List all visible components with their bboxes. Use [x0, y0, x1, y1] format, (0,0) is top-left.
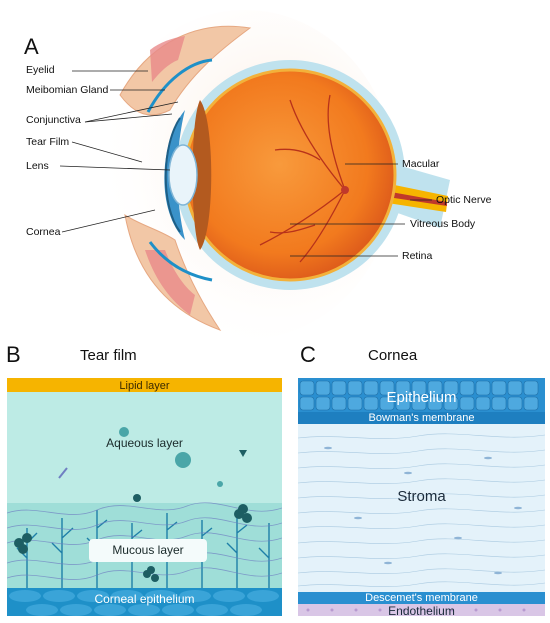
label-stroma: Stroma [397, 488, 446, 505]
label-endothelium: Endothelium [388, 604, 455, 618]
label-eyelid: Eyelid [26, 64, 55, 76]
label-aqueous-layer: Aqueous layer [106, 436, 183, 450]
upper-meibomian-gland [150, 36, 185, 82]
stroma-lamellae [298, 433, 545, 587]
conjunctiva-lower [148, 241, 213, 282]
tear-film-illustration [7, 378, 282, 616]
protein-particle [217, 481, 223, 487]
bowman-membrane [298, 412, 545, 424]
epithelial-cells [9, 590, 279, 616]
keratocytes [324, 446, 522, 575]
cornea-illustration [298, 378, 545, 616]
eye-anatomy-illustration [59, 10, 450, 340]
panel-b-letter: B [6, 342, 21, 367]
tear-film [164, 117, 181, 233]
leader-lines-right [290, 163, 432, 257]
panel-c-letter: C [300, 342, 316, 367]
leader-lines-left [59, 70, 179, 233]
lens [168, 144, 198, 206]
macula [341, 186, 349, 194]
protein-particle [175, 452, 191, 468]
mucous-label-box [89, 539, 207, 562]
lipid-layer [7, 378, 282, 392]
protein-particle [239, 450, 247, 457]
protein-particle [119, 427, 129, 437]
label-mucous-layer: Mucous layer [112, 543, 184, 557]
label-retina: Retina [402, 250, 433, 262]
mucin-clusters [14, 504, 252, 582]
label-corneal-epithelium: Corneal epithelium [94, 592, 195, 606]
label-bowman-membrane: Bowman's membrane [368, 412, 475, 424]
label-vitreous-body: Vitreous Body [410, 218, 476, 230]
retinal-vessels [259, 94, 346, 263]
label-tear-film: Tear Film [26, 136, 70, 148]
descemet-membrane [298, 592, 545, 604]
endothelium [298, 604, 545, 616]
panel-c-title: Cornea [368, 347, 418, 364]
iris [192, 100, 212, 250]
lower-meibomian-gland [145, 250, 195, 315]
label-optic-nerve: Optic Nerve [436, 194, 492, 206]
label-macular: Macular [402, 158, 440, 170]
protein-particle [133, 494, 141, 502]
c-epithelium-cells [299, 380, 539, 411]
label-conjunctiva: Conjunctiva [26, 114, 81, 126]
label-cornea: Cornea [26, 226, 61, 238]
protein-filament [58, 467, 68, 479]
label-lens: Lens [26, 160, 49, 172]
conjunctiva-upper [146, 58, 213, 113]
panel-b-title: Tear film [80, 347, 137, 364]
label-c-epithelium: Epithelium [386, 389, 457, 406]
label-descemet-membrane: Descemet's membrane [365, 592, 478, 604]
label-lipid-layer: Lipid layer [119, 380, 170, 392]
endothelial-cells [306, 608, 526, 612]
label-meibomian-gland: Meibomian Gland [26, 84, 109, 96]
panel-a-letter: A [24, 34, 39, 59]
